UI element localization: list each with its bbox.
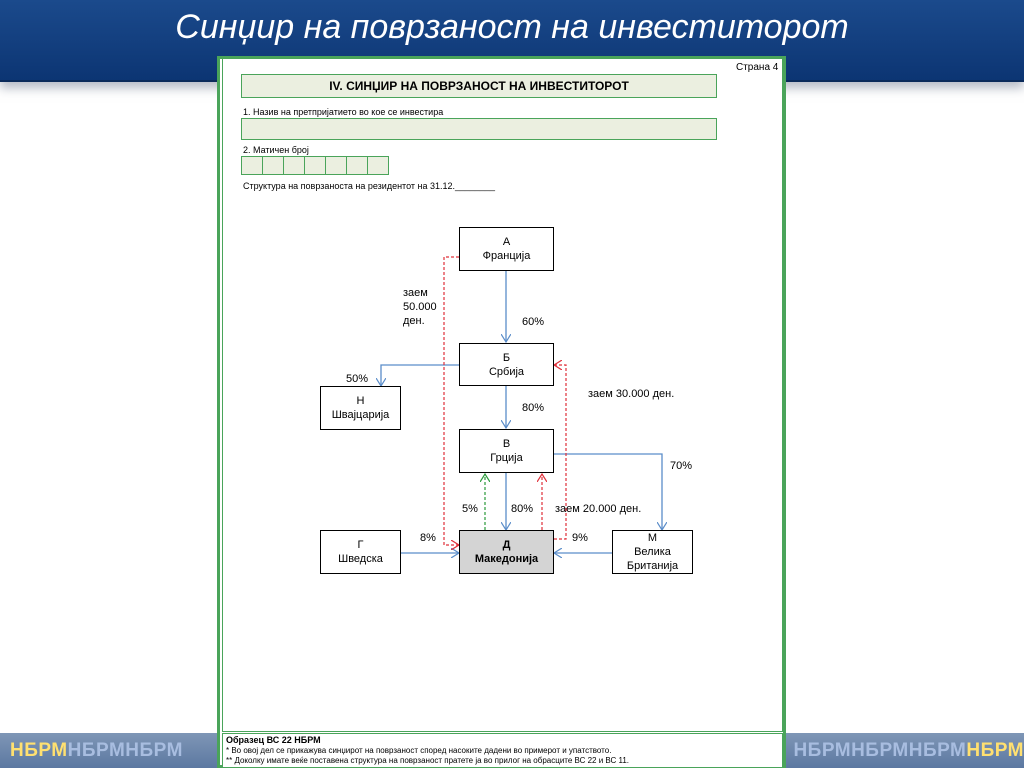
- node-m-letter: М: [647, 532, 658, 544]
- node-n: Н Швајцарија: [320, 386, 401, 430]
- node-b: Б Србија: [459, 343, 554, 386]
- node-m: М Велика Британија: [612, 530, 693, 574]
- node-m-country-line1: Велика: [634, 546, 671, 558]
- share-v-m-label: 70%: [670, 460, 693, 472]
- slide-title: Синџир на поврзаност на инвеститорот: [175, 8, 849, 46]
- form-notes: Образец ВС 22 НБРМ * Во овој дел се прик…: [222, 733, 783, 768]
- registry-digit-7[interactable]: [367, 156, 389, 175]
- node-a-country: Франција: [482, 250, 531, 262]
- loan-a-to-d-line1: заем: [403, 287, 428, 299]
- section-heading: IV. СИНЏИР НА ПОВРЗАНОСТ НА ИНВЕСТИТОРОТ: [241, 74, 717, 98]
- company-name-label: 1. Назив на претпријатието во кое се инв…: [243, 107, 444, 117]
- logo-left-3: НБРМ: [125, 740, 183, 761]
- note-2: ** Доколку имате веќе поставена структур…: [226, 756, 630, 765]
- logo-left-2: НБРМ: [67, 740, 126, 761]
- loan-a-to-d: [443, 256, 459, 545]
- loan-d-to-v-label: заем 20.000 ден.: [555, 503, 642, 515]
- logo-left: НБРМНБРМНБРМ: [10, 737, 217, 765]
- logo-right-1: НБРМ: [793, 740, 852, 761]
- node-v: В Грција: [459, 429, 554, 473]
- node-v-country: Грција: [490, 452, 523, 464]
- node-b-country: Србија: [488, 365, 525, 378]
- node-g-country: Шведска: [338, 553, 383, 565]
- loan-d-to-b-label: заем 30.000 ден.: [588, 388, 675, 400]
- logo-right-4: НБРМ: [966, 740, 1024, 761]
- node-a-letter: А: [502, 236, 511, 248]
- node-d-country: Македонија: [474, 553, 539, 565]
- node-n-letter: Н: [356, 395, 365, 407]
- arrow-b-to-n: [381, 364, 459, 386]
- node-d-letter: Д: [502, 539, 511, 551]
- share-b-v-label: 80%: [522, 402, 545, 414]
- node-a: А Франција: [459, 227, 554, 271]
- share-a-b-label: 60%: [522, 316, 545, 328]
- logo-right: НБРМНБРМНБРМНБРМ: [786, 737, 1024, 765]
- node-d-investee: Д Македонија: [459, 530, 554, 574]
- node-g: Г Шведска: [320, 530, 401, 574]
- share-m-d-label: 9%: [572, 532, 588, 544]
- logo-right-3: НБРМ: [908, 740, 967, 761]
- registry-number-label: 2. Матичен број: [243, 145, 309, 155]
- loan-a-to-d-label: заем 50.000 ден.: [403, 286, 437, 328]
- share-g-d-label: 8%: [420, 532, 436, 544]
- share-v-d-label: 80%: [511, 503, 534, 515]
- arrow-v-to-m: [553, 453, 662, 530]
- share-b-n-label: 50%: [346, 373, 369, 385]
- node-b-letter: Б: [502, 351, 511, 364]
- logo-right-2: НБРМ: [851, 740, 909, 761]
- logo-left-1: НБРМ: [10, 740, 68, 761]
- node-g-letter: Г: [357, 539, 364, 551]
- page-number: Страна 4: [736, 62, 779, 73]
- company-name-field[interactable]: [241, 118, 717, 140]
- node-v-letter: В: [502, 438, 511, 450]
- share-d-v-label: 5%: [462, 503, 478, 515]
- node-n-country: Швајцарија: [331, 409, 390, 421]
- form-code: Образец ВС 22 НБРМ: [226, 735, 321, 745]
- loan-a-to-d-line3: ден.: [403, 315, 425, 327]
- loan-d-to-b: [554, 365, 567, 540]
- structure-label: Структура на поврзаноста на резидентот н…: [243, 181, 496, 191]
- note-1: * Во овој дел се прикажува синџирот на п…: [226, 746, 612, 755]
- loan-a-to-d-line2: 50.000: [403, 301, 437, 313]
- node-m-country-line2: Британија: [626, 560, 679, 572]
